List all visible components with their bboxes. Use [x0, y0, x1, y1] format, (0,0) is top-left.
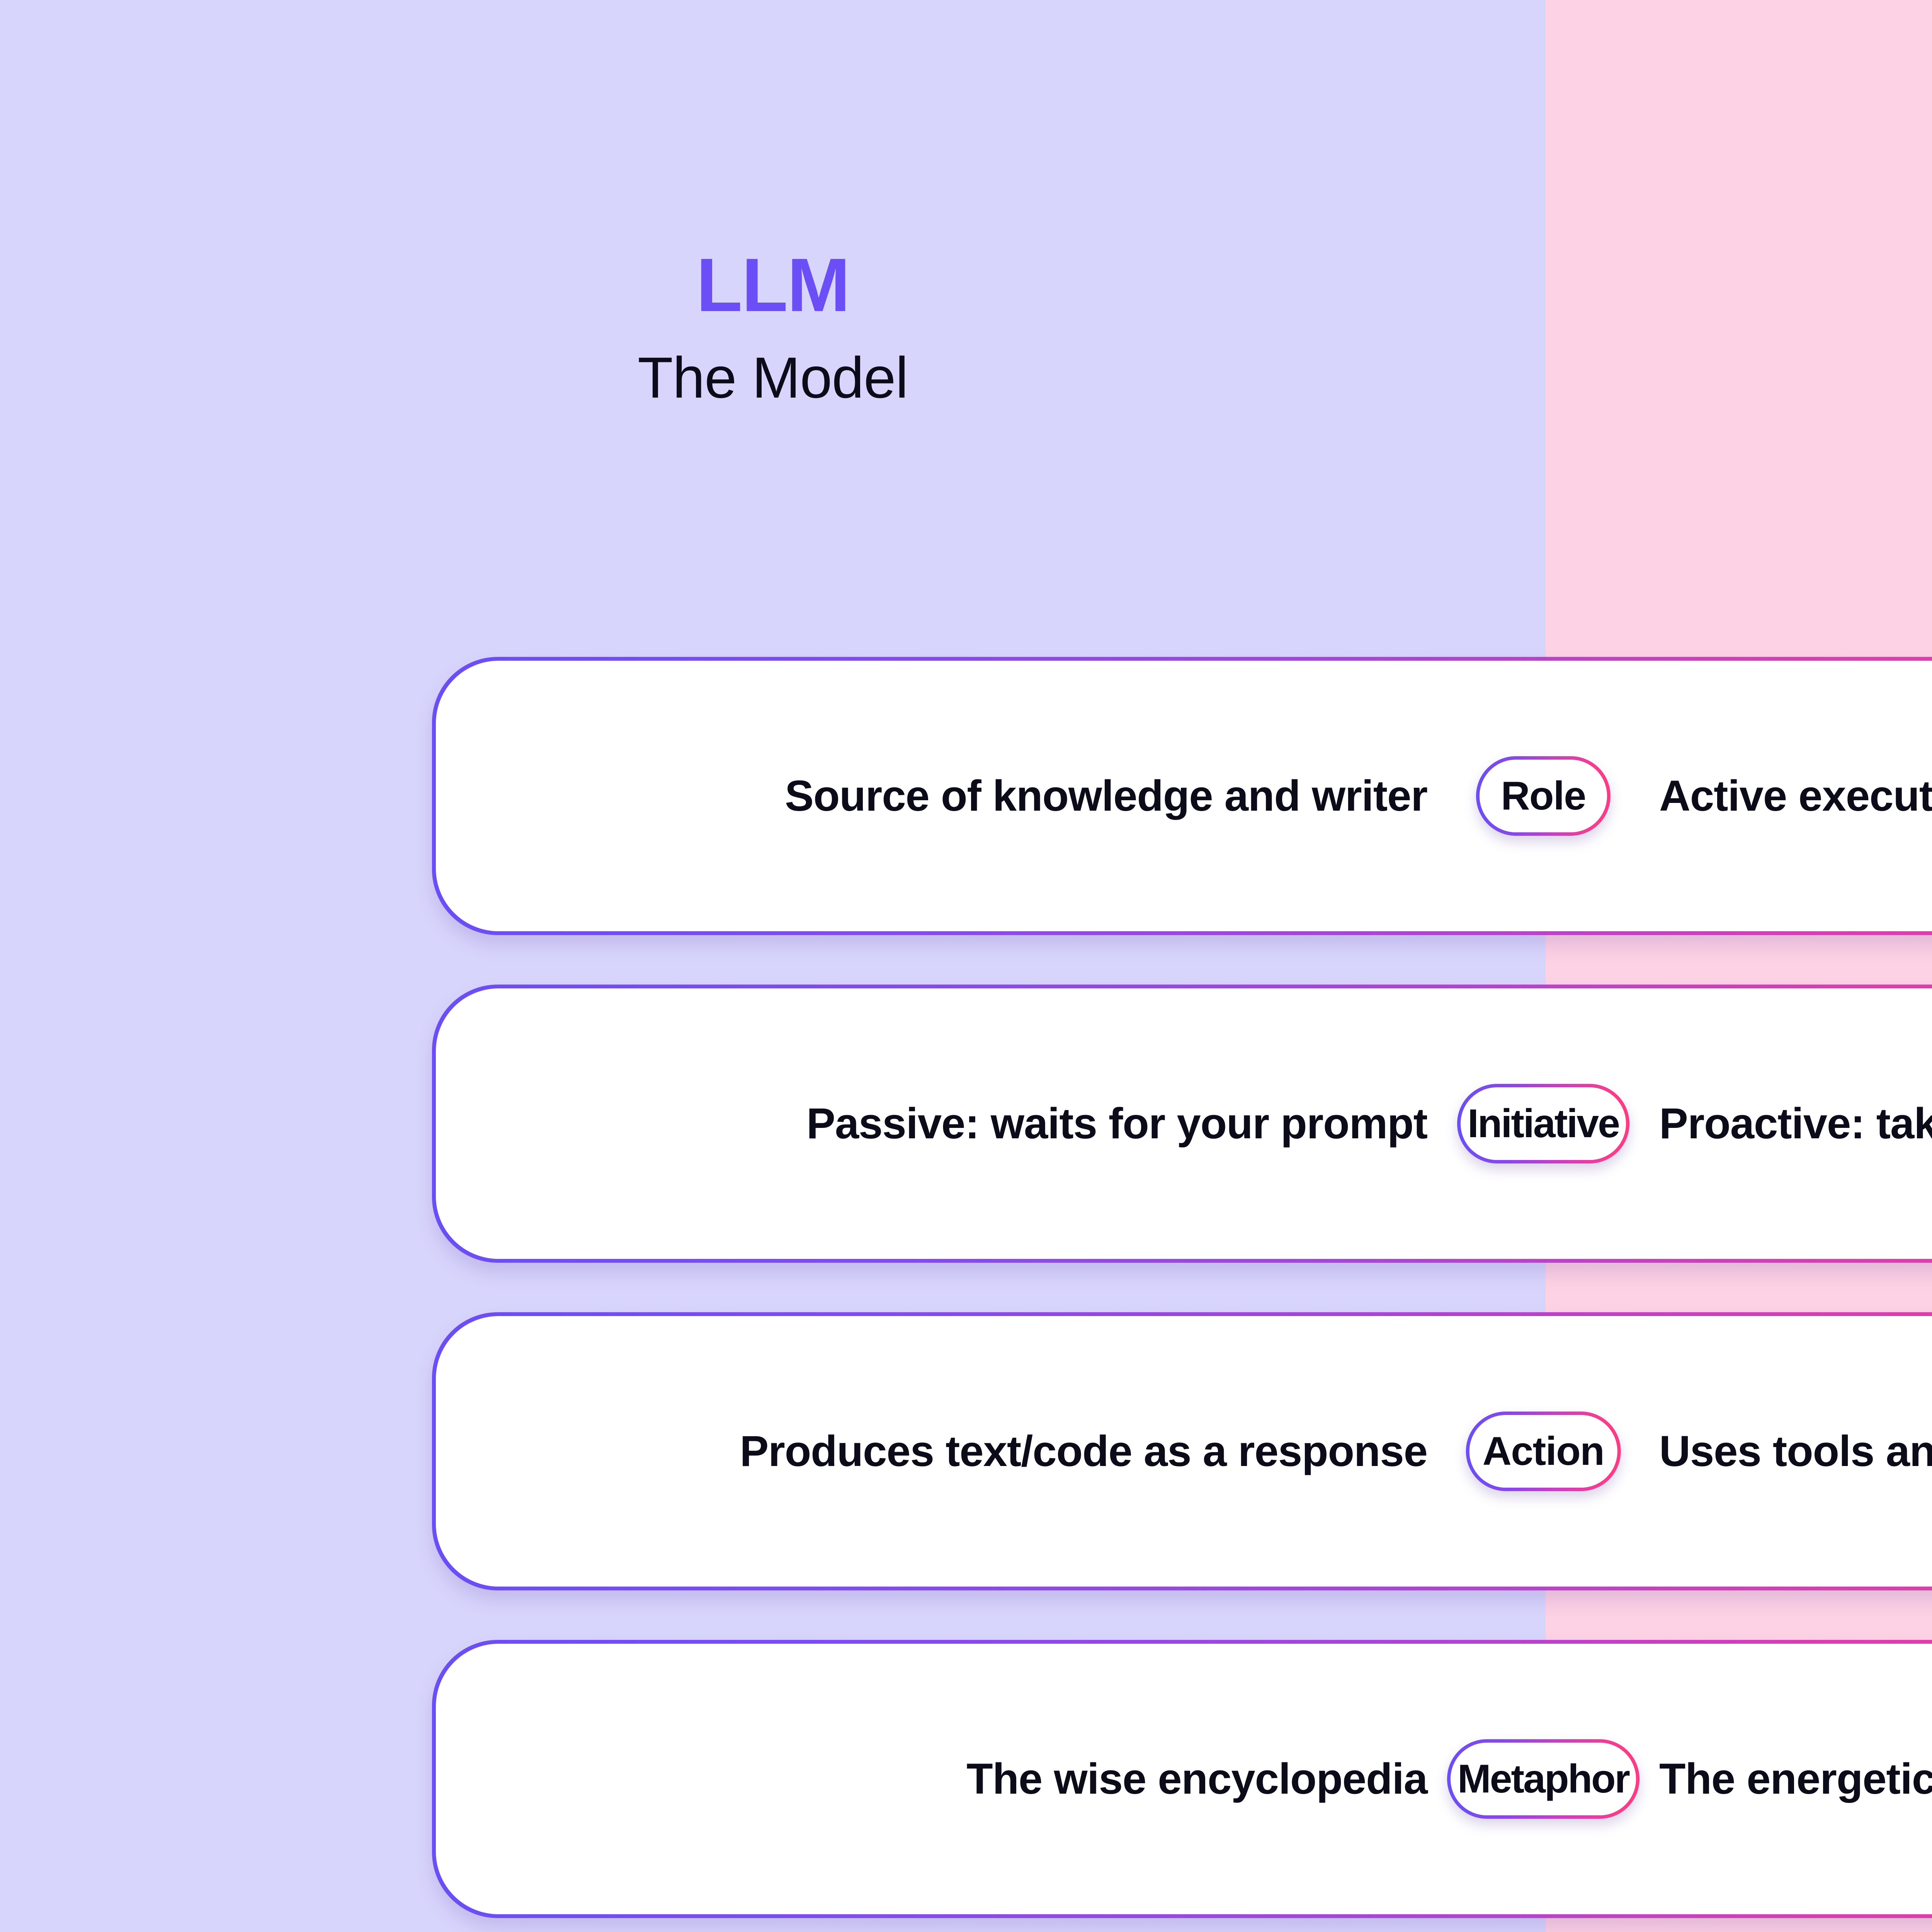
comparison-row-inner: Passive: waits for your prompt Proactive… — [436, 988, 1932, 1259]
left-panel-background — [0, 0, 1546, 1932]
comparison-row: Source of knowledge and writer Active ex… — [432, 657, 1932, 935]
comparison-card-stack: Source of knowledge and writer Active ex… — [432, 657, 1932, 1918]
aspect-label: Initiative — [1468, 1101, 1620, 1146]
llm-subtitle: The Model — [638, 345, 908, 410]
llm-cell: Produces text/code as a response — [740, 1427, 1428, 1475]
aspect-label: Metaphor — [1458, 1756, 1630, 1801]
llm-title: LLM — [696, 243, 850, 327]
aspect-pill-inner: Role — [1480, 760, 1607, 832]
llm-cell: The wise encyclopedia — [966, 1754, 1428, 1803]
comparison-row: Produces text/code as a response Uses to… — [432, 1312, 1932, 1590]
right-panel-background — [1546, 0, 1932, 1932]
aspect-pill-initiative: Initiative — [1457, 1084, 1629, 1163]
aspect-pill-inner: Initiative — [1461, 1087, 1626, 1160]
agent-cell: Proactive: takes action independently — [1659, 1099, 1932, 1148]
agent-cell: Uses tools and software for real tasks — [1659, 1427, 1932, 1475]
comparison-row-inner: The wise encyclopedia The energetic inte… — [436, 1644, 1932, 1914]
llm-cell: Passive: waits for your prompt — [806, 1099, 1428, 1148]
comparison-row: Passive: waits for your prompt Proactive… — [432, 985, 1932, 1263]
aspect-pill-inner: Action — [1469, 1415, 1617, 1488]
agent-cell: Active executor — [1659, 771, 1932, 820]
aspect-label: Role — [1501, 773, 1586, 818]
llm-cell: Source of knowledge and writer — [785, 771, 1428, 820]
aspect-pill-action: Action — [1466, 1412, 1621, 1491]
comparison-row: The wise encyclopedia The energetic inte… — [432, 1640, 1932, 1918]
llm-header-column: LLM The Model — [0, 247, 1546, 541]
aspect-label: Action — [1482, 1429, 1605, 1474]
header-row: LLM The Model AI Agent The System — [0, 247, 1932, 541]
agent-header-column: AI Agent The System — [1546, 247, 1932, 541]
agent-cell: The energetic intern — [1659, 1754, 1932, 1803]
aspect-pill-metaphor: Metaphor — [1447, 1739, 1639, 1819]
comparison-row-inner: Source of knowledge and writer Active ex… — [436, 661, 1932, 931]
aspect-pill-role: Role — [1476, 756, 1611, 836]
comparison-row-inner: Produces text/code as a response Uses to… — [436, 1316, 1932, 1587]
aspect-pill-inner: Metaphor — [1451, 1743, 1636, 1815]
